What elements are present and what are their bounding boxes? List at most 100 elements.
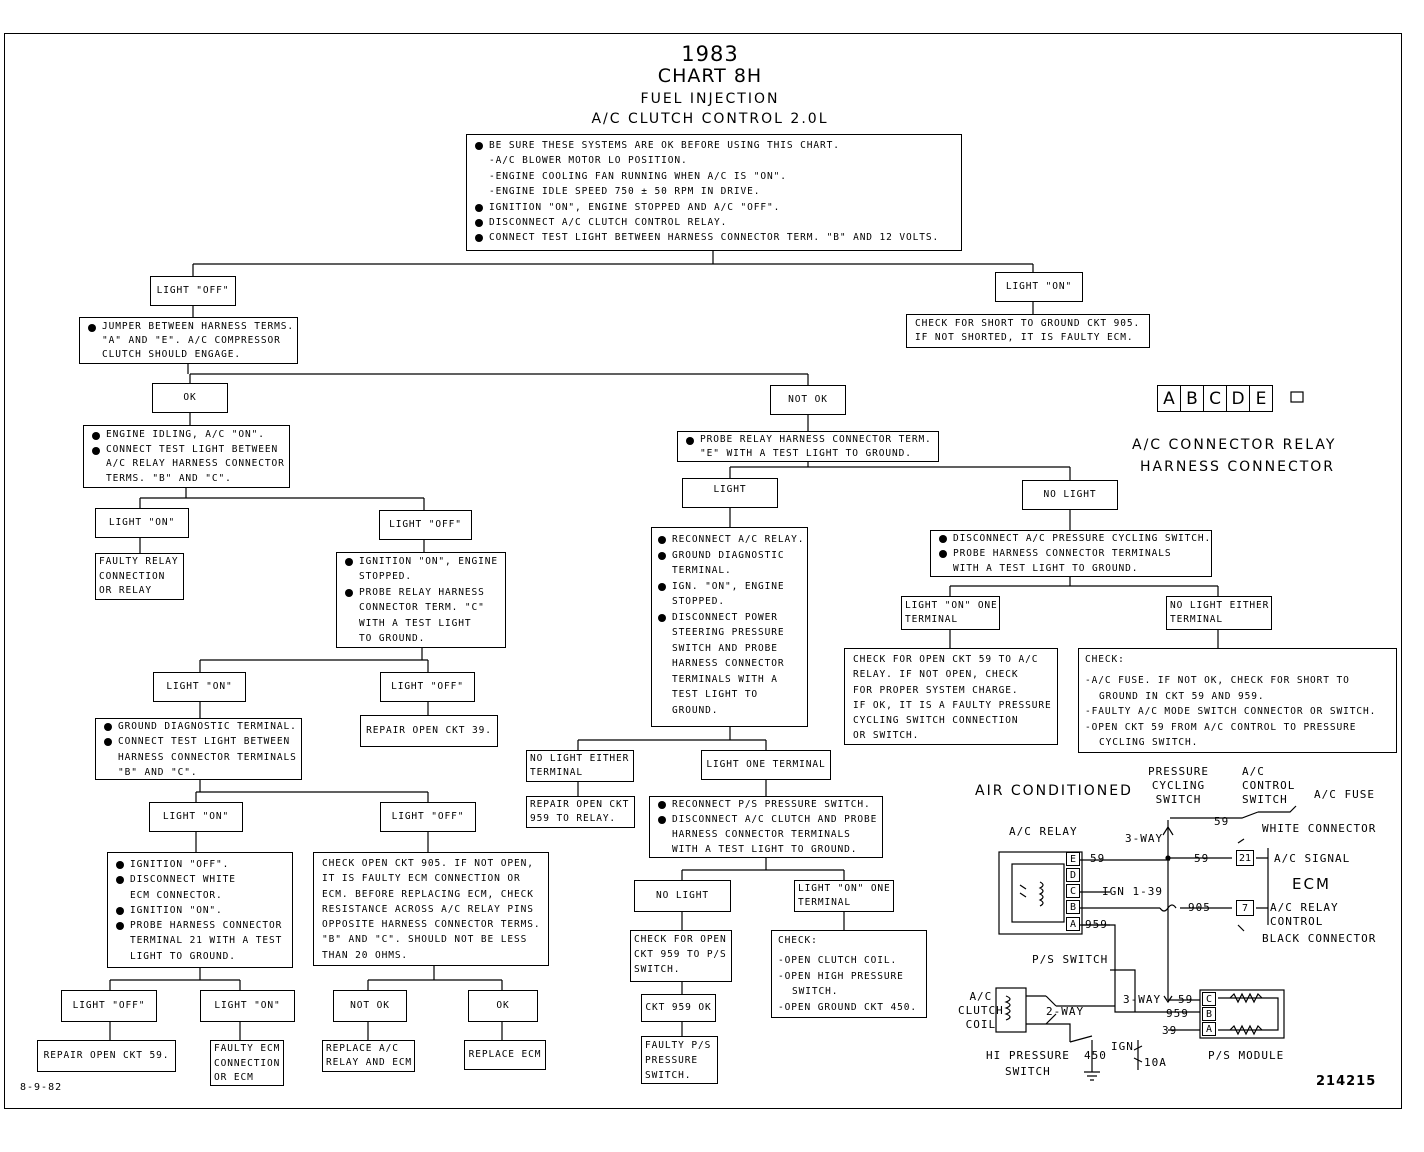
text-line: A/C RELAY (1270, 901, 1339, 914)
text-line: SWITCH (1155, 793, 1202, 806)
relay-pin: C (1066, 884, 1080, 898)
result-light-off: LIGHT "OFF" (380, 672, 475, 702)
intro-line: CONNECT TEST LIGHT BETWEEN HARNESS CONNE… (473, 230, 955, 245)
relay-harness-connector: A B C D E (1157, 385, 1273, 412)
three-way-label: 3-WAY (1125, 832, 1164, 845)
connector-caption: HARNESS CONNECTOR (1140, 459, 1336, 475)
text-line: TERMINAL. (672, 565, 732, 576)
text-line: HARNESS CONNECTOR (672, 658, 785, 669)
wire-59-label: 59 (1090, 852, 1106, 865)
text-line: CLUTCH SHOULD ENGAGE. (102, 349, 242, 360)
wire-59-label: 59 (1214, 815, 1230, 828)
two-way-label: 2-WAY (1046, 1005, 1085, 1018)
text-line: OPPOSITE HARNESS CONNECTOR TERMS. (322, 919, 541, 931)
wiring-schematic (995, 805, 1297, 1081)
text-line: IF OK, IT IS A FAULTY PRESSURE (853, 699, 1052, 711)
module-pin: C (1202, 992, 1216, 1006)
result-light-on-one-terminal: LIGHT "ON" ONE TERMINAL (794, 880, 894, 912)
text-line: TERMINAL (905, 614, 958, 625)
action-check-open-59: CHECK FOR OPEN CKT 59 TO A/C RELAY. IF N… (844, 648, 1058, 745)
text-line: DISCONNECT A/C PRESSURE CYCLING SWITCH. (937, 531, 1210, 546)
result-light-on: LIGHT "ON" (995, 272, 1083, 302)
ckt-450-label: 450 (1084, 1049, 1107, 1062)
text-line: IGNITION "OFF". (114, 857, 286, 872)
text-line: RECONNECT P/S PRESSURE SWITCH. (656, 797, 876, 812)
hi-pressure-switch-label: HI PRESSURE SWITCH (986, 1048, 1070, 1080)
relay-pin: E (1066, 852, 1080, 866)
text-line: WITH A TEST LIGHT TO GROUND. (672, 844, 858, 855)
text-line: GROUND DIAGNOSTIC TERMINAL. (102, 719, 296, 734)
relay-pin: A (1066, 917, 1080, 931)
text-line: NO LIGHT EITHER (530, 753, 630, 764)
text-line: CHECK FOR SHORT TO GROUND CKT 905. (915, 318, 1141, 329)
action-faulty-relay: FAULTY RELAY CONNECTION OR RELAY (95, 553, 184, 600)
ecm-label: ECM (1292, 875, 1331, 893)
action-repair-open-59: REPAIR OPEN CKT 59. (37, 1040, 176, 1072)
text-line: GROUND DIAGNOSTIC (656, 548, 803, 564)
text-line: RESISTANCE ACROSS A/C RELAY PINS (322, 903, 534, 915)
text-line: REPAIR OPEN CKT (530, 799, 630, 810)
text-line: REPLACE A/C (326, 1043, 399, 1054)
connector-pin: E (1255, 388, 1267, 409)
text-line: DISCONNECT WHITE (114, 872, 286, 887)
text-line: CHECK OPEN CKT 905. IF NOT OPEN, (322, 858, 534, 869)
text-line: ENGINE IDLING, A/C "ON". (90, 428, 283, 443)
text-line: SWITCH. (792, 986, 839, 998)
text-line: IF NOT SHORTED, IT IS FAULTY ECM. (915, 332, 1134, 343)
action-faulty-ps-switch: FAULTY P/S PRESSURE SWITCH. (641, 1036, 718, 1084)
text-line: DISCONNECT A/C CLUTCH AND PROBE (656, 812, 876, 827)
text-line: HARNESS CONNECTOR TERMINALS (118, 751, 297, 763)
step-engine-idling: ENGINE IDLING, A/C "ON". CONNECT TEST LI… (83, 425, 290, 488)
wire-39-label: 39 (1162, 1024, 1178, 1037)
text-line: IT IS FAULTY ECM CONNECTION OR (322, 873, 521, 885)
schematic-title: AIR CONDITIONED (975, 783, 1133, 799)
chart-frame (4, 33, 1402, 1109)
step-jumper-terms: JUMPER BETWEEN HARNESS TERMS. "A" AND "E… (79, 317, 298, 364)
result-not-ok: NOT OK (333, 990, 407, 1022)
text-line: FAULTY RELAY (99, 556, 179, 567)
text-line: TERMINALS WITH A (672, 673, 778, 685)
text-line: TERMINAL (530, 767, 583, 778)
connector-pin: A (1158, 386, 1181, 411)
action-check-open-905: CHECK OPEN CKT 905. IF NOT OPEN, IT IS F… (313, 852, 549, 966)
chart-subject: A/C CLUTCH CONTROL 2.0L (591, 111, 829, 127)
ac-relay-label: A/C RELAY (1009, 825, 1078, 838)
step-probe-relay-e: PROBE RELAY HARNESS CONNECTOR TERM. "E" … (677, 431, 939, 462)
fuse-10a-label: 10A (1144, 1056, 1167, 1069)
text-line: CONNECTION (214, 1057, 281, 1069)
text-line: TERMINAL 21 WITH A TEST (130, 935, 283, 947)
text-line: LIGHT TO GROUND. (130, 950, 236, 962)
step-reconnect-ps: RECONNECT P/S PRESSURE SWITCH. DISCONNEC… (649, 796, 883, 858)
step-disconnect-cycling: DISCONNECT A/C PRESSURE CYCLING SWITCH. … (930, 530, 1212, 577)
text-line: GROUND. (672, 704, 719, 716)
text-line: LIGHT "ON" ONE (905, 600, 998, 611)
text-line: "A" AND "E". A/C COMPRESSOR (102, 335, 281, 346)
ac-signal-label: A/C SIGNAL (1274, 852, 1351, 865)
text-line: PROBE HARNESS CONNECTOR (114, 918, 286, 933)
chart-code: 214215 (1316, 1074, 1377, 1089)
result-light-off: LIGHT "OFF" (380, 802, 476, 832)
ac-fuse-label: A/C FUSE (1314, 788, 1375, 801)
step-ground-diag: GROUND DIAGNOSTIC TERMINAL. CONNECT TEST… (95, 718, 302, 780)
ac-relay-control-label: A/C RELAY CONTROL (1270, 901, 1339, 929)
action-replace-ecm: REPLACE ECM (464, 1040, 546, 1070)
text-line: "B" AND "C". (118, 766, 198, 778)
text-line: SWITCH (1242, 793, 1288, 806)
text-line: HARNESS CONNECTOR TERMINALS (672, 829, 851, 840)
text-line: THAN 20 OHMS. (322, 949, 409, 961)
action-repair-open-39: REPAIR OPEN CKT 39. (360, 715, 498, 747)
ac-control-switch-label: A/C CONTROL SWITCH (1242, 765, 1295, 807)
text-line: GROUND IN CKT 59 AND 959. (1099, 690, 1265, 702)
action-replace-relay-ecm: REPLACE A/C RELAY AND ECM (322, 1040, 415, 1072)
wire-905-label: 905 (1188, 901, 1211, 914)
action-check-short-905: CHECK FOR SHORT TO GROUND CKT 905. IF NO… (906, 314, 1150, 348)
text-line: STOPPED. (359, 571, 412, 583)
result-ok: OK (468, 990, 538, 1022)
result-ok: OK (152, 383, 228, 413)
text-line: A/C RELAY HARNESS CONNECTOR (106, 458, 285, 469)
text-line: CYCLING (1151, 779, 1206, 792)
text-line: FOR PROPER SYSTEM CHARGE. (853, 684, 1019, 696)
intro-line: -ENGINE IDLE SPEED 750 ± 50 RPM IN DRIVE… (489, 186, 761, 198)
text-line: SWITCH (1005, 1065, 1051, 1078)
